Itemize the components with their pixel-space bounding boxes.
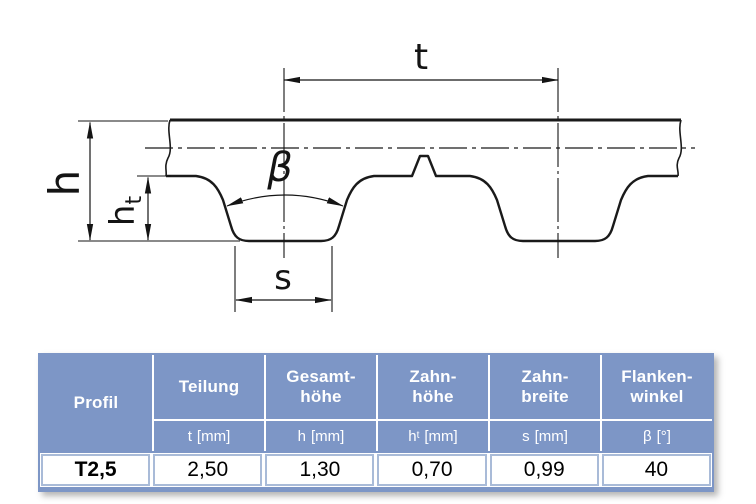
flank-angle-arc xyxy=(226,194,344,207)
belt-tooth-profile xyxy=(166,154,678,243)
left-break-line xyxy=(165,119,172,177)
unit-s-mm: s [mm] xyxy=(488,419,600,451)
belt-profile-drawing: t h ht β s xyxy=(40,37,695,312)
label-tooth-width-s: s xyxy=(274,258,292,298)
label-flank-angle-beta: β xyxy=(266,145,293,191)
value-teilung: 2,50 xyxy=(153,454,263,486)
value-flankenwinkel: 40 xyxy=(601,454,711,486)
column-header-profil: Profil xyxy=(73,392,119,412)
value-zahnbreite: 0,99 xyxy=(489,454,599,486)
spec-table-header: Profil Teilung Gesamt- höhe Zahn- höhe Z… xyxy=(40,355,712,451)
value-gesamthoehe: 1,30 xyxy=(265,454,375,486)
label-pitch-t: t xyxy=(414,37,428,78)
value-profil: T2,5 xyxy=(41,454,151,486)
spec-table: Profil Teilung Gesamt- höhe Zahn- höhe Z… xyxy=(38,353,714,492)
column-header-zahnbreite: Zahn- breite xyxy=(488,355,600,419)
right-break-line xyxy=(676,119,683,177)
unit-h-mm: h [mm] xyxy=(264,419,376,451)
unit-t-mm: t [mm] xyxy=(152,419,264,451)
column-header-gesamthoehe: Gesamt- höhe xyxy=(264,355,376,419)
column-header-flankenwinkel: Flanken- winkel xyxy=(600,355,712,419)
column-header-teilung: Teilung xyxy=(152,355,264,419)
label-total-height-h: h xyxy=(40,170,89,197)
table-row: T2,5 2,50 1,30 0,70 0,99 40 xyxy=(40,453,712,487)
label-tooth-height-ht: ht xyxy=(103,196,147,227)
column-header-zahnhoehe: Zahn- höhe xyxy=(376,355,488,419)
unit-beta-deg: β [°] xyxy=(600,419,712,451)
value-zahnhoehe: 0,70 xyxy=(377,454,487,486)
